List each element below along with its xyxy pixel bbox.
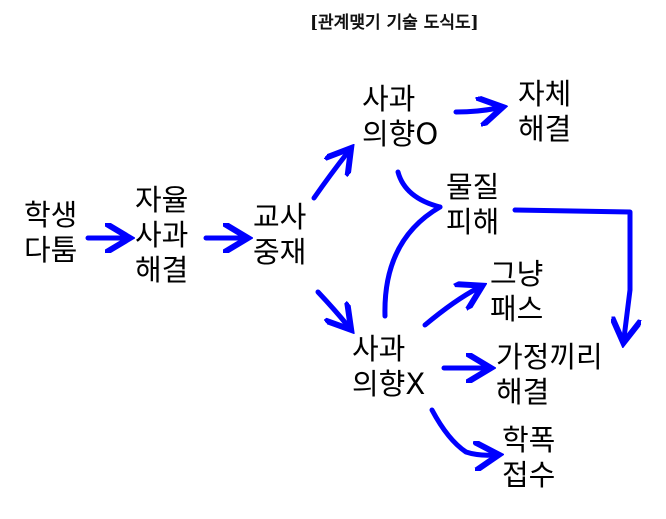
arrow-damage-to-family-resolve (512, 207, 630, 338)
node-line: 접수 (502, 458, 556, 492)
node-line: 사과 (362, 82, 416, 116)
node-line: 자체 (518, 77, 572, 111)
diagram-title: [관계맺기 기술 도식도] (310, 13, 479, 33)
node-line: 해결 (518, 112, 572, 146)
arrow-teacher-to-apology-no (315, 289, 348, 326)
node-self-resolve: 자체 해결 (518, 77, 571, 147)
node-line: 중재 (253, 235, 307, 269)
connector-apology-yes-to-damage (395, 169, 443, 210)
node-line: 자율 (135, 183, 189, 217)
node-line: 의향O (362, 117, 439, 151)
arrow-apology-yes-to-self-resolve (453, 108, 498, 112)
node-self-apology: 자율 사과 해결 (135, 183, 188, 288)
arrow-teacher-to-apology-yes (311, 152, 348, 201)
node-line: 해결 (135, 253, 189, 287)
node-line: 피해 (446, 205, 500, 239)
node-apology-yes: 사과 의향O (362, 82, 438, 152)
node-line: 다툼 (24, 233, 78, 267)
node-student-conflict: 학생 다툼 (24, 198, 77, 268)
node-line: 가정끼리 (496, 340, 603, 374)
node-material-damage: 물질 피해 (446, 170, 499, 240)
node-line: 사과 (135, 218, 189, 252)
node-line: 학생 (24, 198, 78, 232)
node-apology-no: 사과 의향X (352, 332, 425, 402)
node-family-resolve: 가정끼리 해결 (496, 340, 603, 410)
arrow-apology-no-to-pass (422, 288, 478, 328)
node-line: 물질 (446, 170, 500, 204)
node-just-pass: 그냥 패스 (490, 257, 543, 327)
node-line: 교사 (253, 200, 307, 234)
arrow-apology-no-to-school-violence (429, 407, 494, 455)
node-line: 학폭 (502, 423, 556, 457)
connector-apology-no-to-damage (382, 204, 443, 319)
node-line: 사과 (352, 332, 406, 366)
node-line: 의향X (352, 367, 426, 401)
node-line: 그냥 (490, 257, 544, 291)
node-line: 해결 (496, 375, 550, 409)
node-school-violence: 학폭 접수 (502, 423, 555, 493)
node-teacher-mediation: 교사 중재 (253, 200, 306, 270)
node-line: 패스 (490, 292, 544, 326)
